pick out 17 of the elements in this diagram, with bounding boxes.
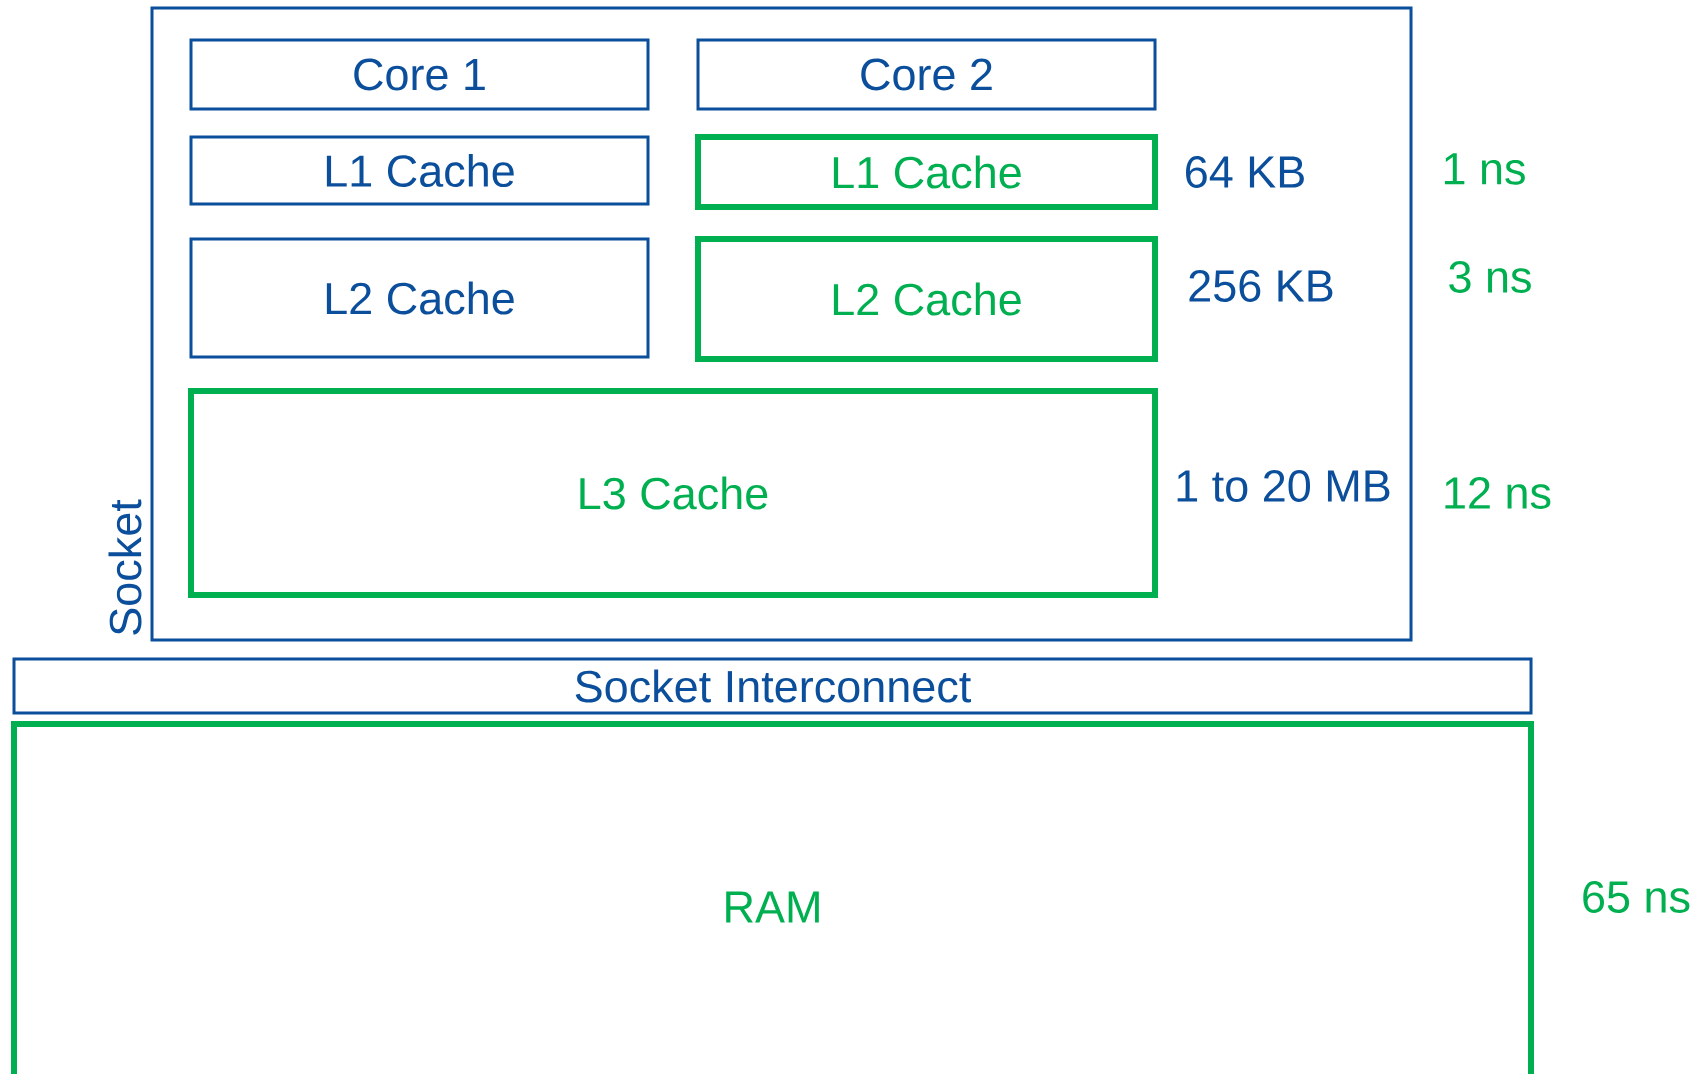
latency-label: 3 ns	[1449, 261, 1531, 293]
memory-box: RAM	[11, 721, 1534, 1074]
latency-label: 65 ns	[1583, 881, 1690, 913]
cache-box: L1 Cache	[189, 135, 650, 206]
cache-box: L3 Cache	[188, 388, 1158, 598]
cache-box: L1 Cache	[695, 134, 1158, 210]
latency-label: 1 ns	[1444, 153, 1525, 185]
cache-box: L2 Cache	[189, 237, 650, 359]
size-label: 1 to 20 MB	[1177, 470, 1390, 502]
latency-label: 12 ns	[1445, 477, 1551, 509]
cache-box: L2 Cache	[695, 236, 1158, 362]
core-box: Core 1	[189, 38, 650, 111]
core-box: Core 2	[696, 38, 1157, 111]
size-label: 64 KB	[1186, 156, 1304, 188]
size-label: 256 KB	[1189, 270, 1333, 302]
bus-box: Socket Interconnect	[12, 657, 1533, 715]
node-label: Socket	[108, 499, 142, 635]
